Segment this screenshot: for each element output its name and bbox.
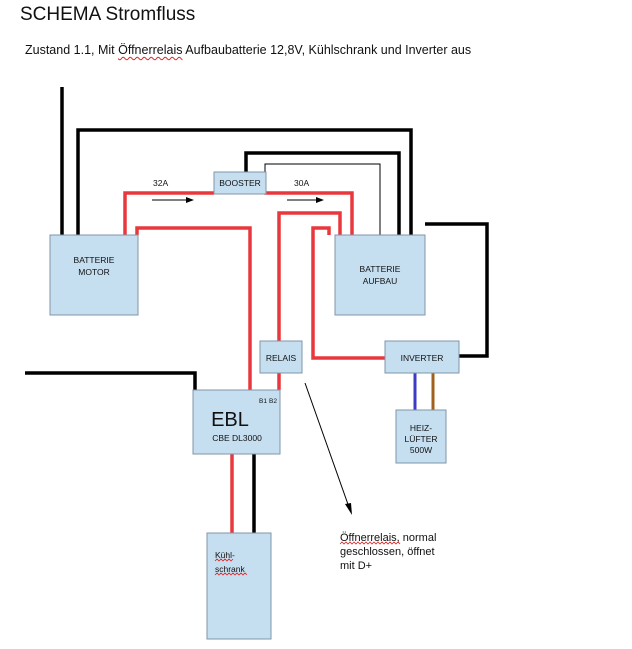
batterie-motor-label-2: MOTOR [78,267,109,277]
subtitle-spellcheck-word: Öffnerrelais [118,43,183,57]
black-wire-ebl-input [25,371,197,390]
batterie-aufbau-label-2: AUFBAU [363,276,397,286]
current-label-right: 30A [294,178,309,188]
current-arrow-left [152,197,194,203]
current-arrow-right [287,197,324,203]
booster-box [213,171,267,195]
kuehlschrank-label-1: Kühl- [215,550,235,560]
red-wire-motor-booster [123,191,214,235]
batterie-aufbau-label-1: BATTERIE [360,264,401,274]
kuehlschrank-box [206,532,272,640]
note-spellcheck-underline [339,541,401,545]
black-wire-outer-loop [76,128,413,235]
heizluefter-label-3: 500W [410,445,432,455]
red-wire-inverter-aufbau [311,226,385,360]
note-line-2: geschlossen, öffnet [340,546,435,558]
kuehlschrank-label-2: schrank [215,564,246,574]
note-line-3: mit D+ [340,560,372,572]
annotation-arrow [304,382,352,515]
batterie-aufbau-box [334,234,426,316]
heizluefter-label-2: LÜFTER [404,434,437,444]
current-label-left: 32A [153,178,168,188]
booster-label: BOOSTER [219,178,261,188]
ebl-box [192,389,281,455]
ebl-b1-label: B1 [259,398,267,405]
note-line-1: Öffnerrelais, normal [340,532,436,544]
black-wire-booster-aufbau [244,151,401,235]
batterie-motor-box [49,234,139,316]
ebl-model: CBE DL3000 [212,433,262,443]
thin-wire-booster [264,163,381,235]
heizluefter-box [395,409,447,464]
relais-box [259,340,303,374]
page-title: SCHEMA Stromfluss [20,4,196,25]
page-subtitle: Zustand 1.1, Mit Öffnerrelais Aufbaubatt… [25,43,471,57]
heizluefter-label-1: HEIZ- [410,423,432,433]
subtitle-pre: Zustand 1.1, Mit [25,43,119,57]
red-wire-relais-aufbau [277,211,342,341]
black-wires [25,87,489,533]
inverter-label: INVERTER [401,353,444,363]
batterie-motor-label-1: BATTERIE [74,255,115,265]
black-wire-inverter-aufbau [425,222,489,358]
relais-label: RELAIS [266,353,297,363]
ebl-b2-label: B2 [269,398,277,405]
red-wires [123,191,385,533]
kuehlschrank-spellcheck-underlines [214,558,248,576]
red-wire-motor-ebl [135,226,252,390]
red-wire-booster-aufbau [264,191,354,235]
inverter-box [384,340,460,374]
ebl-title: EBL [211,409,249,431]
subtitle-post: Aufbaubatterie 12,8V, Kühlschrank und In… [182,43,472,57]
